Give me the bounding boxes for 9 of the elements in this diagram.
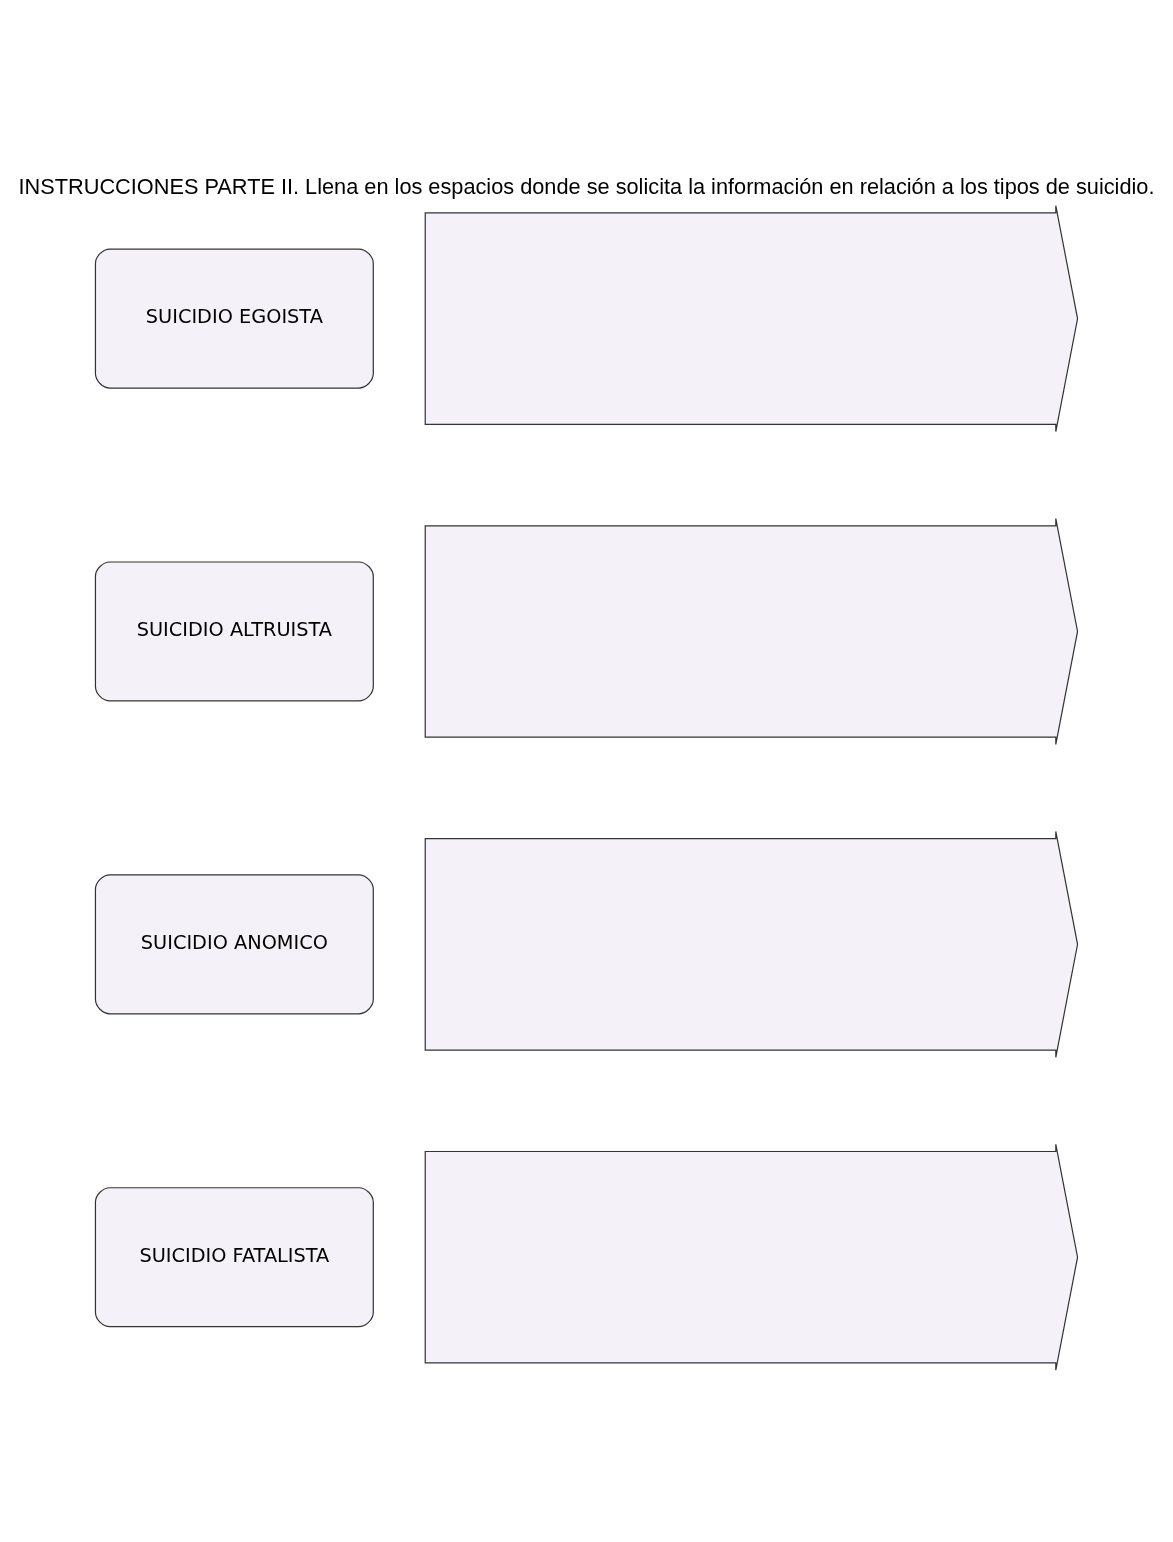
node-box: SUICIDIO EGOISTA [94,248,374,389]
node-arrow [424,205,1079,433]
node-arrow [424,830,1079,1058]
node-arrow [424,1143,1079,1371]
node-box: SUICIDIO ALTRUISTA [94,561,374,702]
node-box: SUICIDIO ANOMICO [94,874,374,1015]
node-box: SUICIDIO FATALISTA [94,1187,374,1328]
diagram-title: INSTRUCCIONES PARTE II. Llena en los espacios donde se solicita la información en relación a los tipos de suicidio. [18,174,1155,200]
node-arrow [424,517,1079,746]
